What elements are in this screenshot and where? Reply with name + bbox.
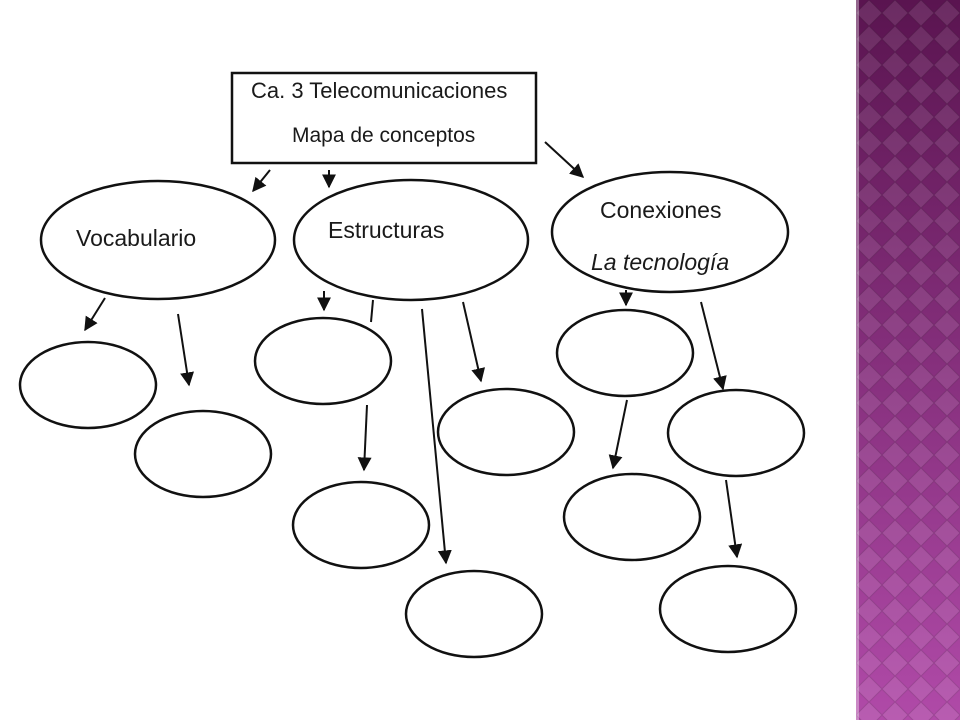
empty-node-vocab-1 xyxy=(18,340,158,430)
arrow-estr-2 xyxy=(357,404,372,472)
arrow-con-3 xyxy=(700,301,727,391)
empty-node-estr-4 xyxy=(436,387,576,477)
empty-node-con-3 xyxy=(666,388,806,478)
arrow-vocab-left xyxy=(84,297,106,332)
arrow-con-4 xyxy=(725,479,743,559)
title-line-1: Ca. 3 Telecomunicaciones xyxy=(251,78,507,103)
arrow-vocab-right xyxy=(177,313,194,387)
arrow-to-conexiones xyxy=(544,141,585,178)
node-conexiones-sublabel: La tecnología xyxy=(591,249,729,275)
empty-node-con-1 xyxy=(555,308,695,398)
title-arrows xyxy=(252,141,585,193)
decorative-side-band xyxy=(856,0,960,720)
arrow-estr-2-stem xyxy=(370,299,374,323)
arrow-to-vocabulario xyxy=(252,169,271,193)
empty-node-con-2 xyxy=(562,472,702,562)
title-line-2: Mapa de conceptos xyxy=(292,124,475,147)
empty-node-estr-2 xyxy=(291,480,431,570)
side-band-pattern xyxy=(856,0,960,720)
node-conexiones-label: Conexiones xyxy=(600,197,721,223)
empty-node-vocab-2 xyxy=(133,409,273,499)
node-estructuras-label: Estructuras xyxy=(328,217,444,243)
node-conexiones: Conexiones La tecnología xyxy=(550,170,790,294)
node-estructuras: Estructuras xyxy=(292,178,530,302)
node-vocabulario: Vocabulario xyxy=(39,179,277,301)
empty-node-estr-1 xyxy=(253,316,393,406)
title-box-frame xyxy=(230,71,538,165)
arrow-con-2 xyxy=(608,399,628,470)
empty-node-estr-3 xyxy=(404,569,544,659)
title-box: Ca. 3 Telecomunicaciones Mapa de concept… xyxy=(230,71,538,165)
arrow-estr-4 xyxy=(462,301,486,383)
empty-node-con-4 xyxy=(658,564,798,654)
node-vocabulario-label: Vocabulario xyxy=(76,225,196,251)
empty-nodes xyxy=(18,308,806,659)
arrow-estr-3 xyxy=(421,308,452,565)
branch-arrows xyxy=(84,290,743,565)
side-band-edge xyxy=(856,0,859,720)
